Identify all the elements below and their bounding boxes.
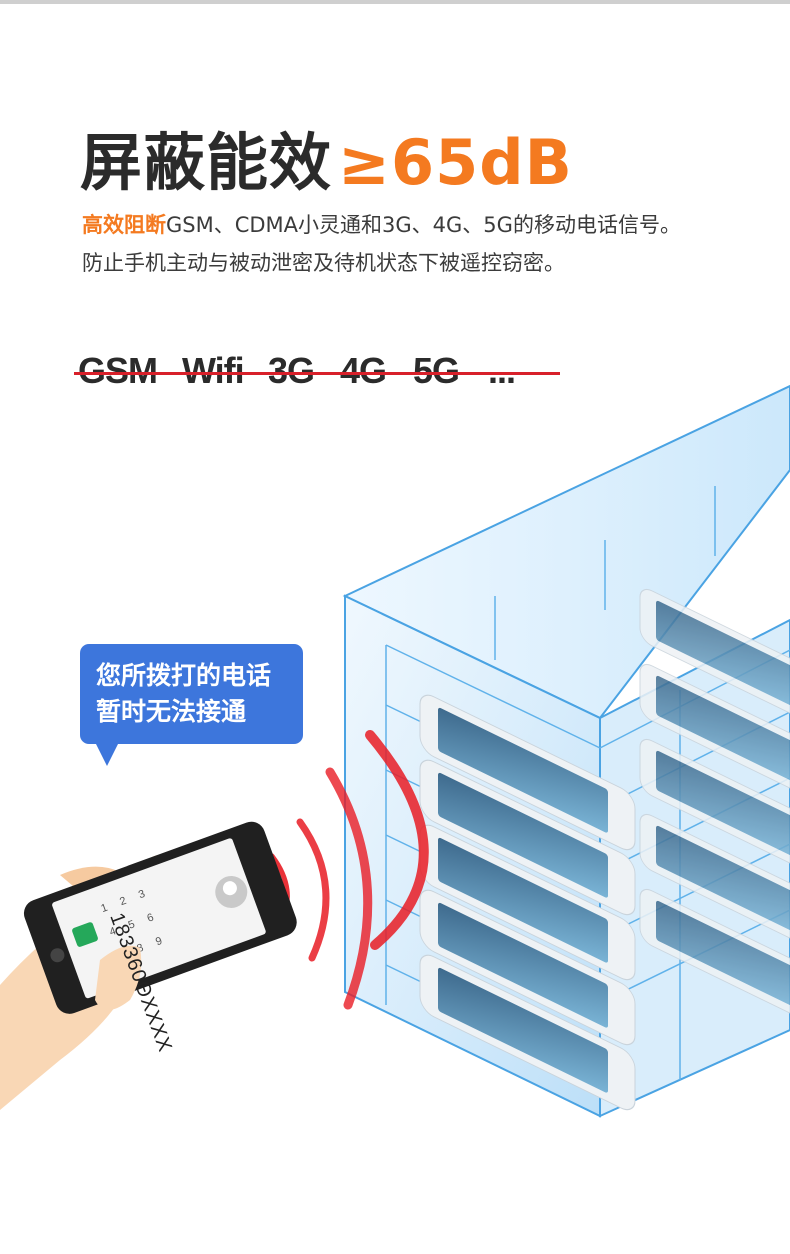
svg-text:5: 5 [127,918,137,931]
band-3g: 3G [268,350,315,391]
top-divider [0,0,790,4]
description: 高效阻断GSM、CDMA小灵通和3G、4G、5G的移动电话信号。 防止手机主动与… [82,206,681,282]
svg-text:6: 6 [146,911,156,924]
band-gsm: GSM [78,350,158,391]
band-5g: 5G [413,350,460,391]
thumb [95,945,142,1010]
description-line-1: 高效阻断GSM、CDMA小灵通和3G、4G、5G的移动电话信号。 [82,206,681,244]
page-title: 屏蔽能效≥65dB [80,112,573,202]
svg-text:4: 4 [108,925,118,938]
bubble-line-2: 暂时无法接通 [96,697,247,726]
svg-text:9: 9 [154,935,164,948]
band-4g: 4G [340,350,387,391]
smartphone-icon: 123 456 789 [23,821,297,1014]
call-status-bubble: 您所拨打的电话 暂时无法接通 [80,644,303,744]
blocked-bands: GSM Wifi 3G 4G 5G ... [78,350,568,396]
title-value: ≥65dB [338,126,573,199]
strike-line [74,372,560,375]
band-wifi: Wifi [182,350,245,391]
svg-text:8: 8 [135,942,145,955]
description-line-2: 防止手机主动与被动泄密及待机状态下被遥控窃密。 [82,251,565,275]
stored-phones [419,588,790,1111]
svg-text:1: 1 [99,902,109,915]
title-text: 屏蔽能效 [80,126,333,199]
bubble-line-1: 您所拨打的电话 [96,661,272,690]
bubble-tail [95,742,119,766]
band-more: ... [488,350,516,391]
description-highlight: 高效阻断 [82,213,166,237]
svg-text:2: 2 [118,895,128,908]
svg-text:3: 3 [137,888,147,901]
description-line-1-text: GSM、CDMA小灵通和3G、4G、5G的移动电话信号。 [166,213,681,237]
